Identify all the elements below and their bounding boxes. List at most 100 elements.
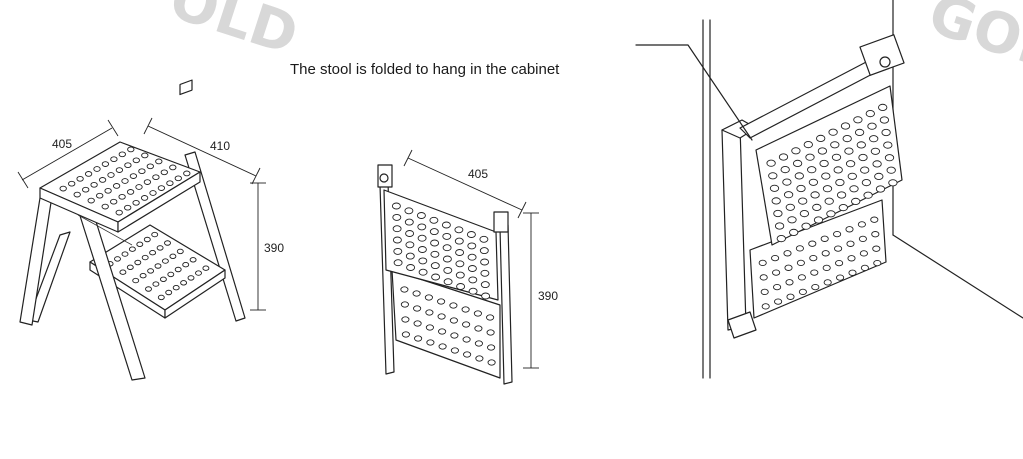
rear-leg-right [184,151,246,322]
perforation-hole [141,254,149,261]
perforation-hole [98,177,107,183]
cabinet-left-rail [721,125,747,331]
perforation-hole [833,166,843,174]
perforation-hole [442,255,452,263]
perforation-hole [180,280,188,286]
cabinet-top-panel [755,85,903,246]
hinge-knob [379,173,389,183]
perforation-hole [429,216,439,224]
perforation-hole [430,262,440,270]
perforation-hole [443,278,453,286]
perforation-hole [441,221,451,229]
perforation-hole [430,250,440,258]
perforation-hole [487,344,496,351]
perforation-hole [118,193,126,200]
perforation-hole [136,241,144,248]
perforation-hole [467,265,477,272]
perforation-hole [157,185,166,191]
perforation-hole [823,279,832,286]
watermark-right: GOL [921,0,1023,83]
perforation-hole [392,225,402,233]
perforation-hole [474,340,483,347]
perforation-hole [455,249,465,256]
perforation-hole [430,239,440,247]
perforation-hole [104,187,112,194]
dim-depth: 410 [143,117,261,185]
perforation-hole [401,331,410,338]
perforation-hole [405,241,415,249]
perforation-hole [857,221,866,228]
perforation-hole [833,230,842,238]
perforation-hole [450,332,459,339]
perforation-hole [774,222,785,230]
perforation-hole [84,171,93,177]
perforation-hole [856,141,866,149]
perforation-hole [486,329,495,336]
perforation-hole [884,154,895,162]
perforation-hole [474,325,483,332]
perforation-hole [456,283,466,290]
perforation-hole [821,250,830,257]
perforation-hole [151,231,159,238]
perforation-hole [796,184,806,193]
watermark-left: OLD [162,0,306,68]
perforation-hole [810,191,820,199]
perforation-hole [413,320,422,327]
perforation-hole [870,216,879,223]
perforation-hole [792,159,803,168]
perforation-hole [132,199,140,206]
perforation-hole [766,159,776,167]
perforation-hole [858,153,868,162]
perforation-hole [836,191,847,199]
folded-lower-panel [391,269,501,379]
perforation-hole [59,185,67,192]
perforation-hole [154,263,162,269]
perforation-hole [169,164,177,171]
perforation-hole [442,244,452,252]
perforation-hole [808,178,819,186]
perforation-hole [160,169,168,176]
perforation-hole [807,166,817,174]
perforation-hole [467,242,477,250]
perforation-hole [114,256,121,262]
perforation-hole [860,166,870,174]
perforation-hole [468,287,478,295]
perforation-hole [127,146,135,153]
perforation-hole [73,191,81,198]
cabinet-foot [727,311,757,339]
perforation-hole [450,347,459,354]
perforation-hole [780,166,790,174]
perforation-hole [195,270,202,276]
perforation-hole [811,283,820,291]
perforation-hole [480,258,490,266]
perforation-hole [845,226,854,233]
perforation-hole [479,247,489,255]
perforation-hole [871,231,880,238]
perforation-hole [455,260,465,268]
perforation-hole [873,259,882,267]
folded-top-panel [383,189,499,301]
perforation-hole [808,240,817,247]
perforation-hole [479,235,489,243]
dim-folded-height-label: 390 [538,289,558,303]
perforation-hole [831,153,842,161]
cabinet-hinge [859,34,905,76]
perforation-hole [771,254,780,262]
perforation-hole [875,185,886,193]
perforation-hole [176,248,184,255]
perforation-hole [870,147,881,155]
perforation-hole [124,162,132,169]
perforation-hole [772,269,781,276]
perforation-hole [848,269,857,276]
perforation-hole [115,167,124,173]
perforation-hole [155,158,163,165]
perforation-hole [174,266,182,273]
cabinet-view [702,0,1023,379]
perforation-hole [821,172,831,180]
perforation-hole [110,156,118,163]
perforation-hole [782,178,792,186]
perforation-hole [424,294,433,301]
perforation-hole [826,210,836,218]
perforation-hole [466,231,476,238]
perforation-hole [784,264,793,271]
